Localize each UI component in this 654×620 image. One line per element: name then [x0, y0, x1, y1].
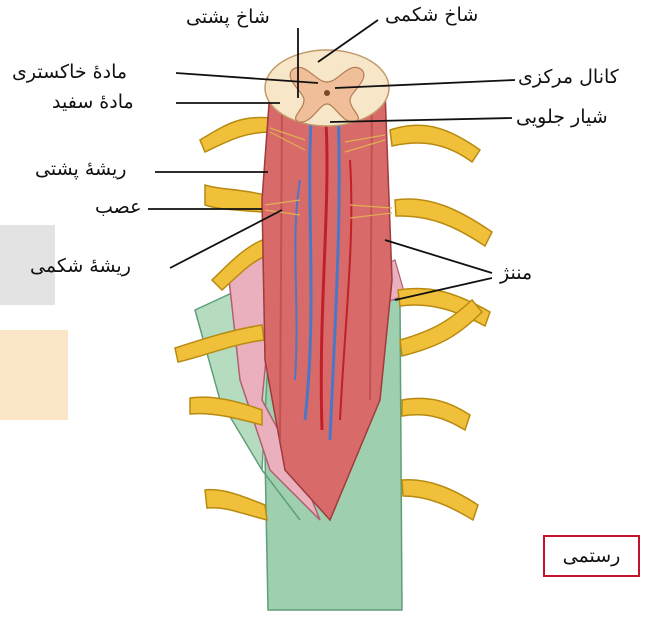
central-canal — [324, 90, 330, 96]
label-dorsal-root: ریشهٔ پشتی — [35, 160, 126, 179]
label-central-canal: کانال مرکزی — [518, 68, 619, 87]
label-dorsal-horn: شاخ پشتی — [186, 8, 270, 27]
label-white-matter: مادهٔ سفید — [52, 93, 134, 112]
label-anterior-fissure: شیار جلویی — [516, 108, 608, 127]
label-meninges: مننژ — [500, 264, 532, 283]
label-ventral-root: ریشهٔ شکمی — [30, 257, 131, 276]
author-stamp: رستمی — [543, 535, 640, 577]
spinal-nerves-right — [390, 125, 492, 520]
label-ventral-horn: شاخ شکمی — [385, 6, 478, 25]
label-gray-matter: مادهٔ خاکستری — [12, 63, 127, 82]
label-nerve: عصب — [95, 198, 141, 217]
